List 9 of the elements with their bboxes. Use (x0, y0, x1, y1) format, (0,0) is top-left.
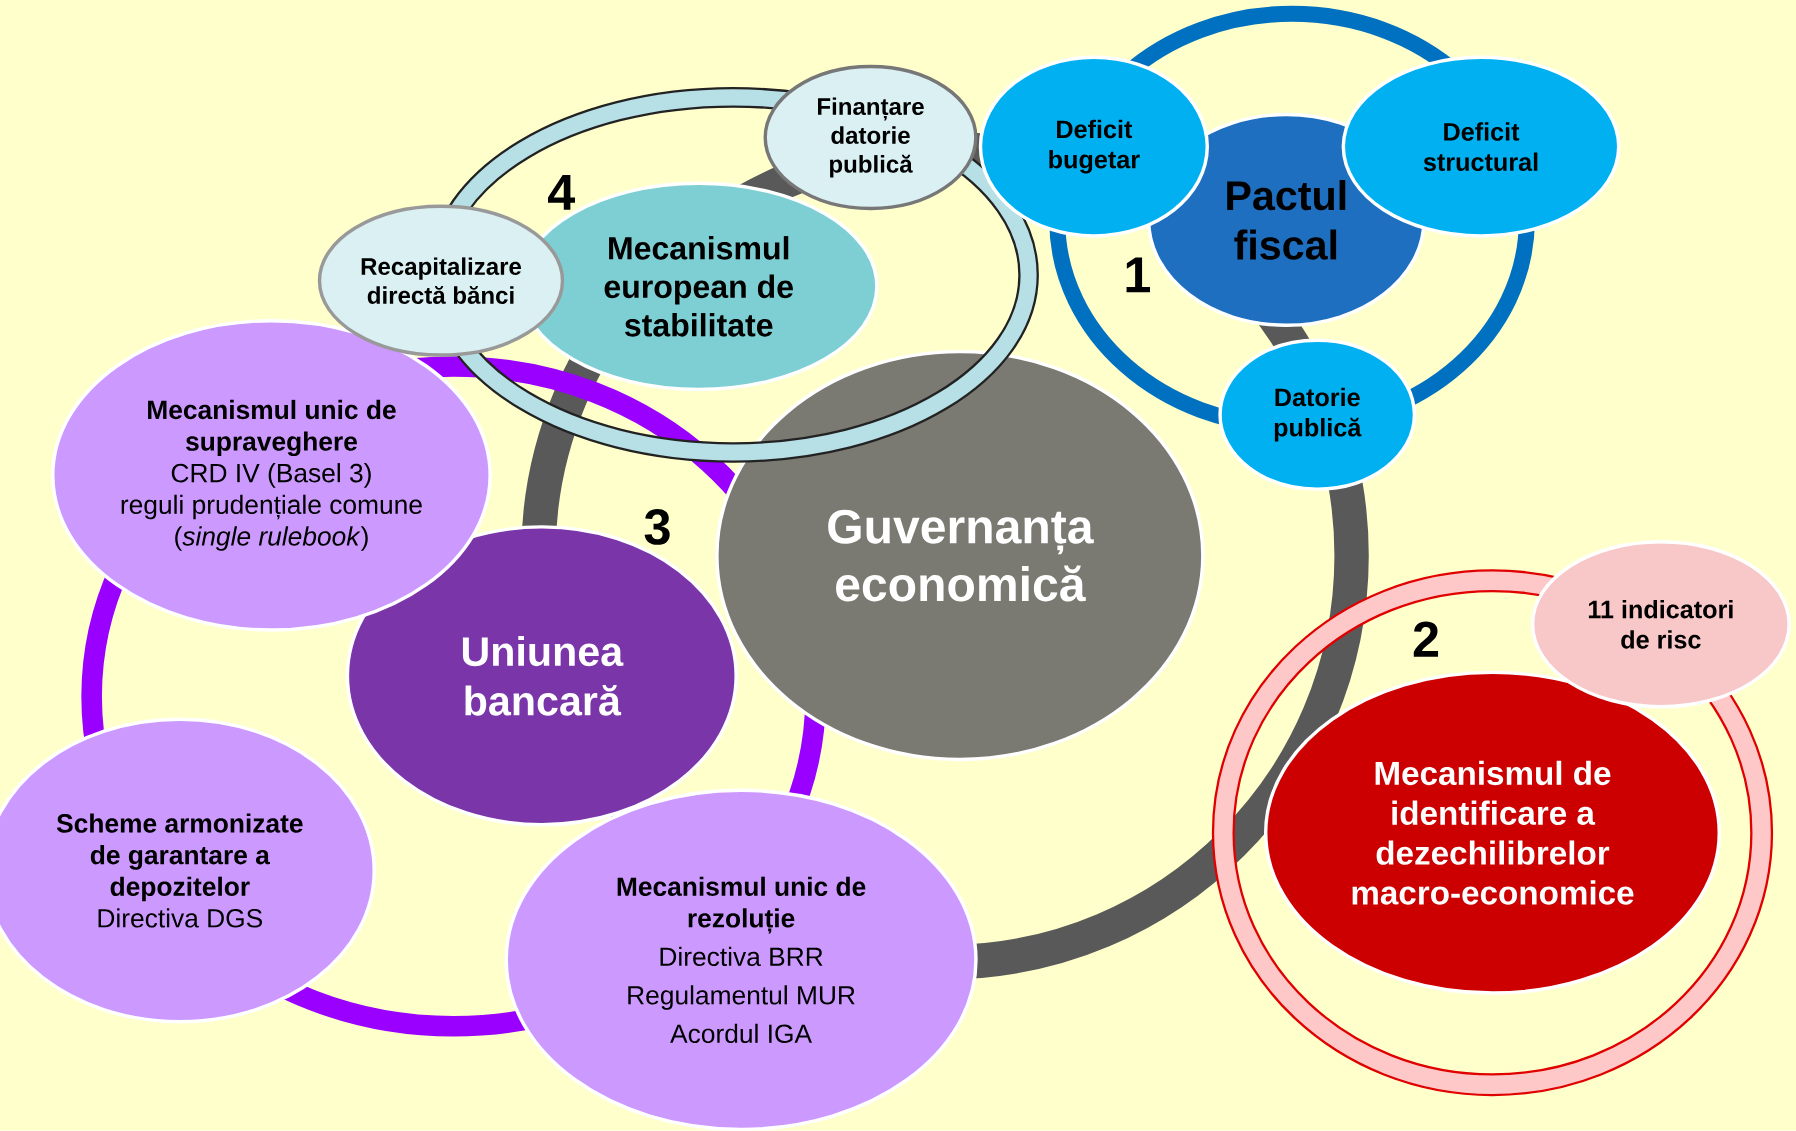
ellipse-node: Mecanismul unic de rezoluție Directiva BRR Regulamentul MUR Acordul IGA (504, 788, 978, 1131)
ellipse-node: Finanțare datorie publică (763, 64, 978, 211)
ellipse-node: Mecanismul de identificare a dezechilibrelor macro-economice (1264, 670, 1721, 996)
ellipse-node: Deficit bugetar (978, 55, 1209, 238)
ellipse-node: Mecanismul unic de supraveghere CRD IV (Basel 3) reguli prudențiale comune (single rulebook) (51, 319, 492, 632)
number-label: 2 (1413, 621, 1439, 657)
ellipse-node: 11 indicatori de risc (1530, 540, 1791, 709)
ellipse-node: Guvernanța economică (715, 350, 1205, 762)
ellipse-node: Datorie publică (1218, 338, 1417, 492)
